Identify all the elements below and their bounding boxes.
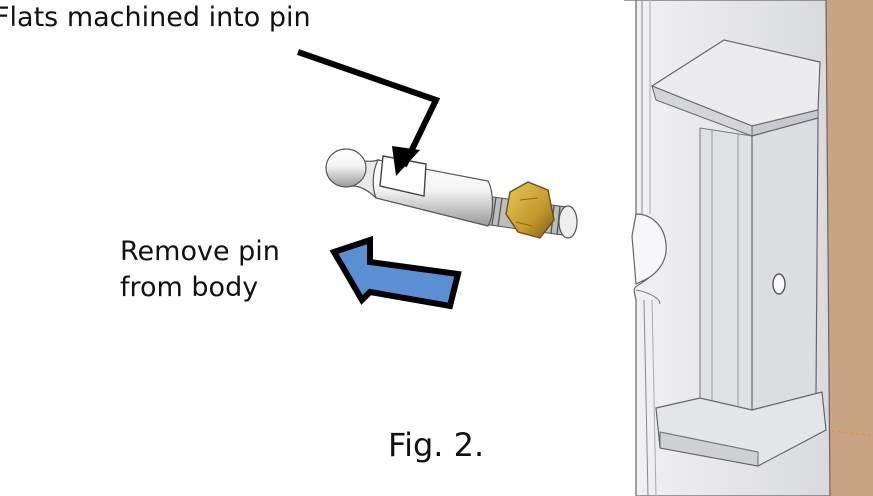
remove-pin-label-line1: Remove pin [120, 236, 280, 267]
clamp-body [624, 0, 873, 496]
remove-pin-label-line2: from body [120, 272, 259, 303]
remove-direction-arrow-icon [329, 235, 462, 310]
inner-cavity [699, 127, 753, 411]
pointer-arrow-icon [297, 49, 441, 176]
remove-pin-label: Remove pin from body [120, 234, 280, 306]
pin-slot [631, 213, 667, 285]
machined-flat [379, 155, 427, 197]
hex-nut [505, 181, 555, 239]
body-hole [772, 273, 786, 295]
flats-label: Flats machined into pin [0, 2, 311, 33]
wood-backing [826, 0, 873, 496]
figure-caption: Fig. 2. [388, 426, 485, 464]
pin-head [325, 148, 367, 188]
pin-assembly [325, 148, 578, 239]
